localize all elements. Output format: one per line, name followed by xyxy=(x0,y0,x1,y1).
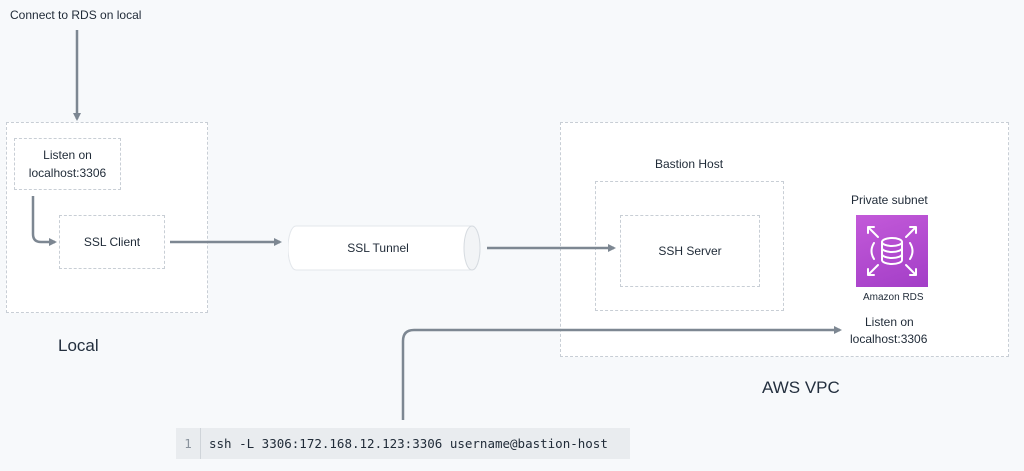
ssl-tunnel-label: SSL Tunnel xyxy=(347,241,409,255)
ssh-server-label: SSH Server xyxy=(658,244,722,258)
local-listen-box: Listen on localhost:3306 xyxy=(14,138,121,190)
code-line-number: 1 xyxy=(176,428,201,459)
local-listen-line1: Listen on xyxy=(43,148,92,162)
bastion-host-label: Bastion Host xyxy=(655,157,724,171)
ssh-command-text: ssh -L 3306:172.168.12.123:3306 username… xyxy=(209,436,608,451)
aws-vpc-title: AWS VPC xyxy=(762,378,840,397)
private-subnet-label: Private subnet xyxy=(851,193,928,207)
ssl-tunnel-cylinder xyxy=(288,225,481,271)
ssl-client-box: SSL Client xyxy=(59,215,165,269)
aws-listen-line2: localhost:3306 xyxy=(850,332,928,346)
aws-listen-line1: Listen on xyxy=(865,315,914,329)
ssl-client-label: SSL Client xyxy=(83,235,141,249)
top-instruction: Connect to RDS on local xyxy=(10,8,142,22)
ssh-server-box: SSH Server xyxy=(620,215,760,287)
local-title: Local xyxy=(58,336,99,355)
rds-label: Amazon RDS xyxy=(863,292,924,303)
ssh-command-block: 1 ssh -L 3306:172.168.12.123:3306 userna… xyxy=(176,428,630,459)
local-listen-line2: localhost:3306 xyxy=(28,166,107,180)
database-icon xyxy=(856,215,928,287)
